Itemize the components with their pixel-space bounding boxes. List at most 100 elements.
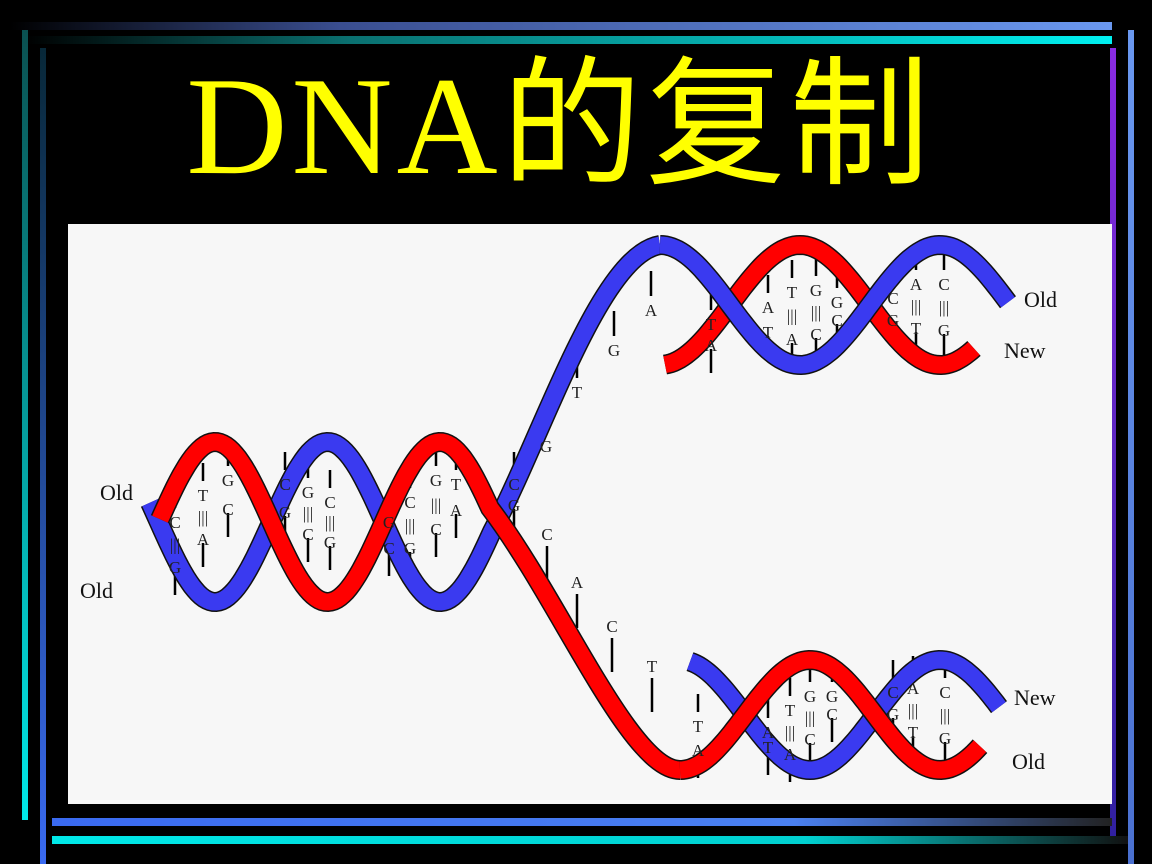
hydrogen-bond-marks: |||: [811, 303, 821, 322]
base-letter: G: [939, 729, 951, 748]
label-top-old: Old: [1024, 287, 1057, 312]
frame-top-cyan-bar: [25, 36, 1112, 44]
base-letter: T: [451, 475, 462, 494]
hydrogen-bond-marks: |||: [303, 504, 313, 523]
base-letter: A: [692, 741, 705, 760]
hydrogen-bond-marks: |||: [198, 508, 208, 527]
base-letter: C: [222, 500, 233, 519]
unpaired-base-letter: T: [647, 657, 658, 676]
base-letter: C: [831, 311, 842, 330]
bond-gap: [403, 488, 417, 552]
base-letter: G: [938, 321, 950, 340]
base-letter: A: [450, 501, 463, 520]
base-letter: T: [198, 486, 209, 505]
hydrogen-bond-marks: |||: [939, 298, 949, 317]
base-letter: T: [785, 701, 796, 720]
base-letter: C: [508, 475, 519, 494]
base-letter: G: [887, 705, 899, 724]
base-letter: G: [404, 539, 416, 558]
base-letter: C: [404, 493, 415, 512]
unpaired-base-letter: C: [606, 617, 617, 636]
bond-gap: [825, 682, 839, 718]
base-letter: G: [804, 687, 816, 706]
bond-gap: [323, 488, 337, 546]
bond-gap: [691, 712, 705, 754]
hydrogen-bond-marks: |||: [170, 536, 180, 555]
bond-gap: [909, 270, 923, 332]
base-letter: A: [786, 330, 799, 349]
blue-strand-top-old: [659, 236, 1015, 374]
base-letter: C: [804, 730, 815, 749]
bond-gap: [221, 466, 235, 513]
hydrogen-bond-marks: |||: [431, 496, 441, 515]
base-letter: C: [430, 520, 441, 539]
bond-gap: [785, 278, 799, 343]
hydrogen-bond-marks: |||: [908, 701, 918, 720]
hydrogen-bond-marks: |||: [787, 307, 797, 326]
label-left-bottom-old: Old: [80, 578, 113, 603]
base-letter: G: [324, 533, 336, 552]
bond-gap: [783, 696, 797, 758]
base-letter: G: [508, 496, 520, 515]
frame-bottom-blue-bar: [52, 818, 1112, 826]
base-letter: A: [907, 679, 920, 698]
hydrogen-bond-marks: |||: [325, 513, 335, 532]
base-letter: C: [324, 493, 335, 512]
base-letter: G: [279, 503, 291, 522]
hydrogen-bond-marks: |||: [785, 723, 795, 742]
base-letter: T: [911, 319, 922, 338]
base-letter: C: [938, 275, 949, 294]
bond-gap: [906, 674, 920, 736]
base-letter: C: [279, 475, 290, 494]
bond-gap: [449, 470, 463, 514]
base-letter: T: [787, 283, 798, 302]
base-letter: C: [302, 525, 313, 544]
bond-gap: [301, 478, 315, 538]
base-letter: G: [810, 281, 822, 300]
unpaired-base-letter: G: [540, 437, 552, 456]
frame-bottom-cyan-bar: [52, 836, 1128, 844]
base-letters: CG|||TA|||GCCGGC|||CG|||GCCG|||GC|||TACG…: [169, 275, 951, 764]
bond-gap: [937, 270, 951, 334]
bond-gap: [429, 466, 443, 533]
base-letter: T: [908, 723, 919, 742]
red-strand-left: [152, 433, 682, 779]
frame-left-cyan-bar-inner: [40, 48, 46, 864]
unpaired-base-letter: T: [572, 383, 583, 402]
red-strand-top-new: [663, 236, 980, 374]
unpaired-base-letter: A: [645, 301, 658, 320]
base-letter: C: [169, 513, 180, 532]
bond-gap: [809, 276, 823, 338]
base-letter: G: [887, 311, 899, 330]
slide-title: DNA的复制: [186, 49, 934, 204]
hydrogen-bond-marks: |||: [911, 297, 921, 316]
dna-strands: [140, 234, 1016, 781]
frame-left-cyan-bar-outer: [22, 30, 28, 820]
bond-gap: [938, 678, 952, 742]
label-bottom-new: New: [1014, 685, 1056, 710]
base-letter: A: [910, 275, 923, 294]
bond-gap: [761, 293, 775, 336]
label-left-top-old: Old: [100, 480, 133, 505]
hydrogen-bond-marks: |||: [940, 706, 950, 725]
bond-gap: [196, 481, 210, 543]
frame-top-blue-bar: [10, 22, 1112, 30]
base-letter: A: [197, 530, 210, 549]
blue-strand-left: [142, 236, 663, 611]
unpaired-base-letter: G: [608, 341, 620, 360]
label-bottom-old: Old: [1012, 749, 1045, 774]
base-letter: A: [705, 336, 718, 355]
unpaired-base-letter: C: [541, 525, 552, 544]
base-letter: G: [302, 483, 314, 502]
base-letter: A: [784, 745, 797, 764]
hydrogen-bond-marks: |||: [405, 516, 415, 535]
base-letter: A: [762, 298, 775, 317]
label-top-new: New: [1004, 338, 1046, 363]
red-strand-bottom-old: [679, 651, 987, 779]
base-letter: C: [887, 683, 898, 702]
base-letter: C: [810, 325, 821, 344]
base-letter: A: [762, 723, 775, 742]
base-letter: C: [939, 683, 950, 702]
frame-right-purple-bar: [1110, 48, 1116, 838]
